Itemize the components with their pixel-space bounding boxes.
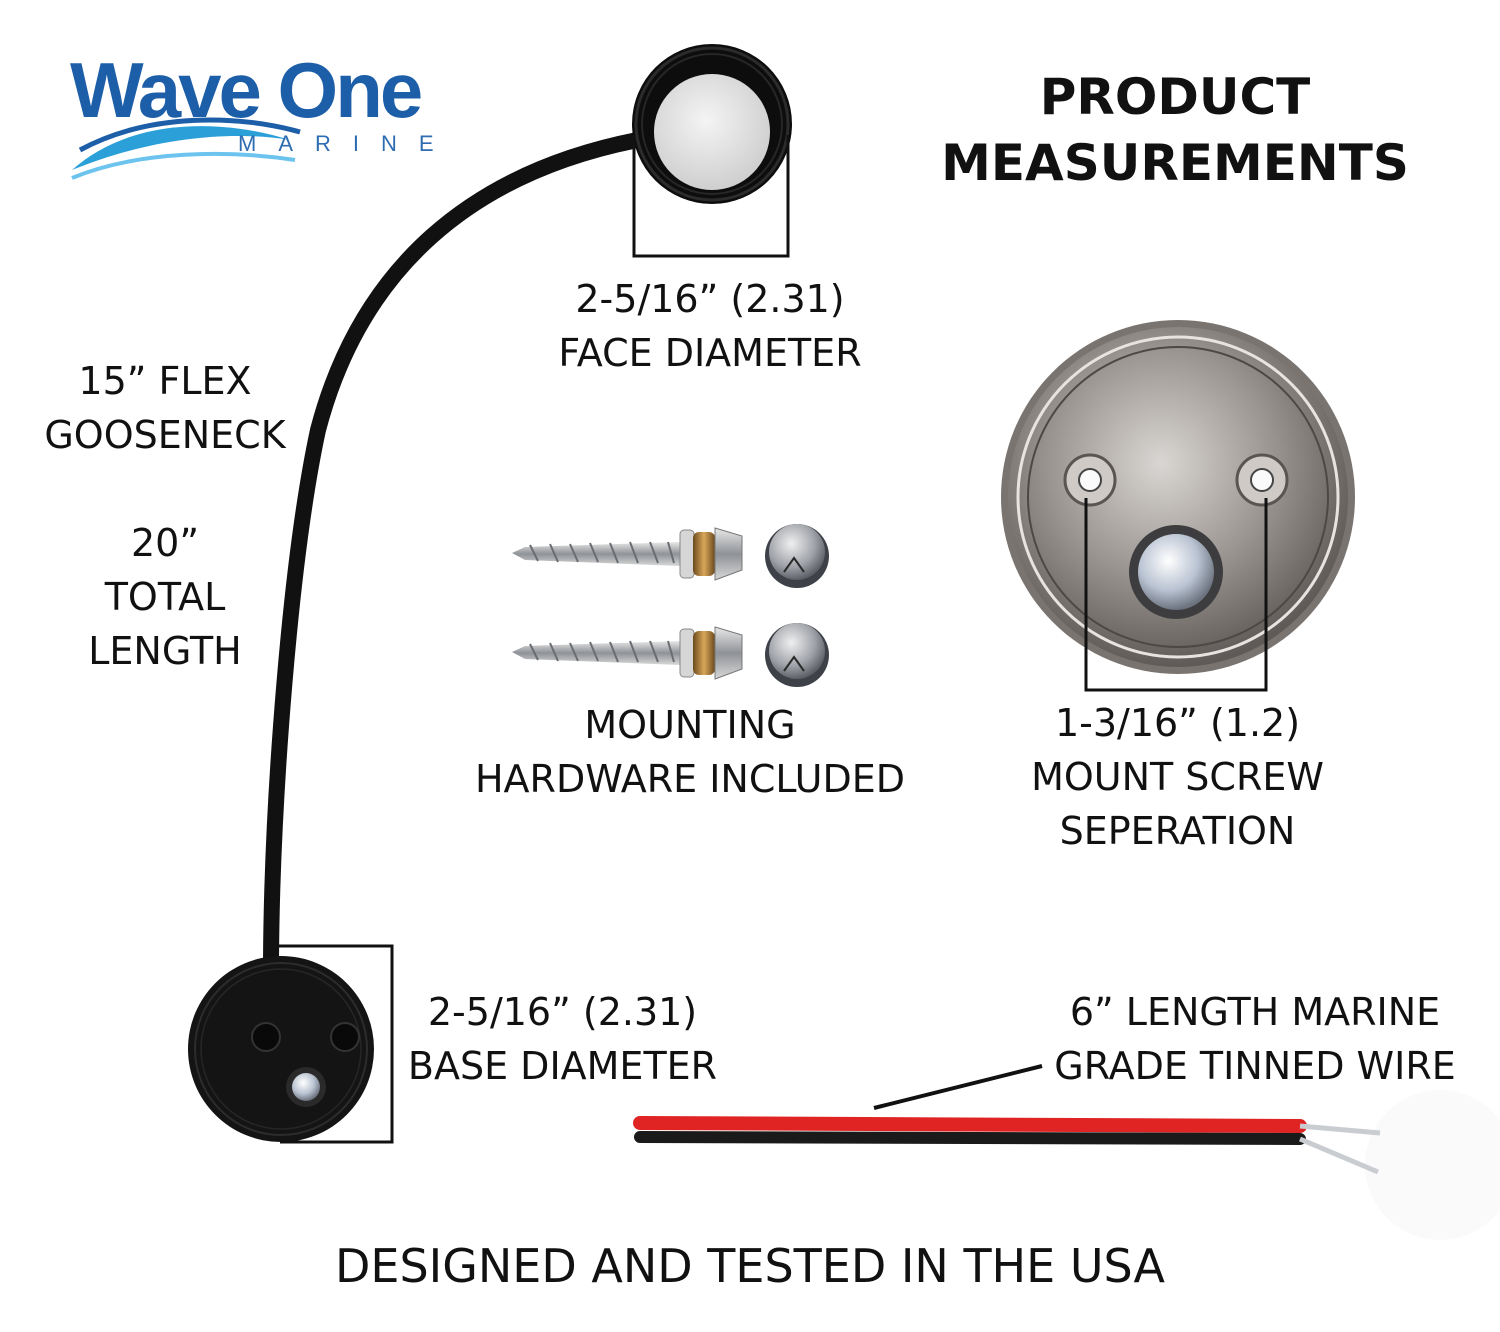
mount-separation-caption-1: MOUNT SCREW: [1031, 755, 1324, 799]
face-dimension-bracket: [632, 135, 790, 258]
hardware-line-1: MOUNTING: [584, 703, 796, 747]
brand-logo: Wave One MARINE: [70, 50, 460, 156]
face-diameter-caption: FACE DIAMETER: [558, 331, 862, 375]
wire-leader-line: [873, 1064, 1043, 1110]
face-diameter-value: 2-5/16” (2.31): [575, 277, 845, 321]
lamp-head-icon: [632, 44, 792, 204]
gooseneck-label: 15” FLEX GOOSENECK: [20, 354, 310, 462]
hardware-line-2: HARDWARE INCLUDED: [474, 757, 905, 801]
total-length-word: TOTAL: [104, 575, 226, 619]
logo-name: Wave One: [70, 46, 423, 134]
hardware-label: MOUNTING HARDWARE INCLUDED: [455, 698, 925, 806]
total-length-value: 20”: [130, 521, 200, 565]
logo-subtitle: MARINE: [238, 131, 456, 156]
page-heading: PRODUCT MEASUREMENTS: [930, 64, 1420, 196]
mount-separation-caption-2: SEPERATION: [1059, 809, 1296, 853]
base-diameter-value: 2-5/16” (2.31): [427, 990, 698, 1034]
mount-separation-value: 1-3/16” (1.2): [1054, 701, 1301, 745]
wire-line-2: GRADE TINNED WIRE: [1054, 1044, 1456, 1088]
base-diameter-label: 2-5/16” (2.31) BASE DIAMETER: [405, 985, 720, 1093]
base-dimension-bracket: [268, 944, 394, 1144]
mount-separation-label: 1-3/16” (1.2) MOUNT SCREW SEPERATION: [1010, 696, 1345, 858]
wire-icon: [633, 1090, 1500, 1240]
face-diameter-label: 2-5/16” (2.31) FACE DIAMETER: [530, 272, 890, 380]
screw-icon: [512, 626, 743, 680]
mount-dimension-bracket: [1084, 498, 1268, 692]
total-length-caption: LENGTH: [88, 629, 242, 673]
screw-cap-icon: [765, 623, 829, 687]
total-length-label: 20” TOTAL LENGTH: [55, 516, 275, 678]
heading-line-2: MEASUREMENTS: [941, 134, 1409, 192]
wire-line-1: 6” LENGTH MARINE: [1069, 990, 1441, 1034]
wire-label: 6” LENGTH MARINE GRADE TINNED WIRE: [1045, 985, 1465, 1093]
gooseneck-caption: GOOSENECK: [44, 413, 286, 457]
base-diameter-caption: BASE DIAMETER: [407, 1044, 718, 1088]
lamp-base-icon: [188, 956, 374, 1142]
logo-wave-icon: [71, 117, 301, 180]
screw-cap-icon: [765, 524, 829, 588]
heading-line-1: PRODUCT: [1039, 68, 1311, 126]
gooseneck-tube: [263, 130, 656, 968]
mounting-plate-icon: [1001, 320, 1355, 674]
footer-tagline: DESIGNED AND TESTED IN THE USA: [334, 1239, 1166, 1293]
screw-icon: [512, 527, 743, 581]
gooseneck-length: 15” FLEX: [78, 359, 252, 403]
